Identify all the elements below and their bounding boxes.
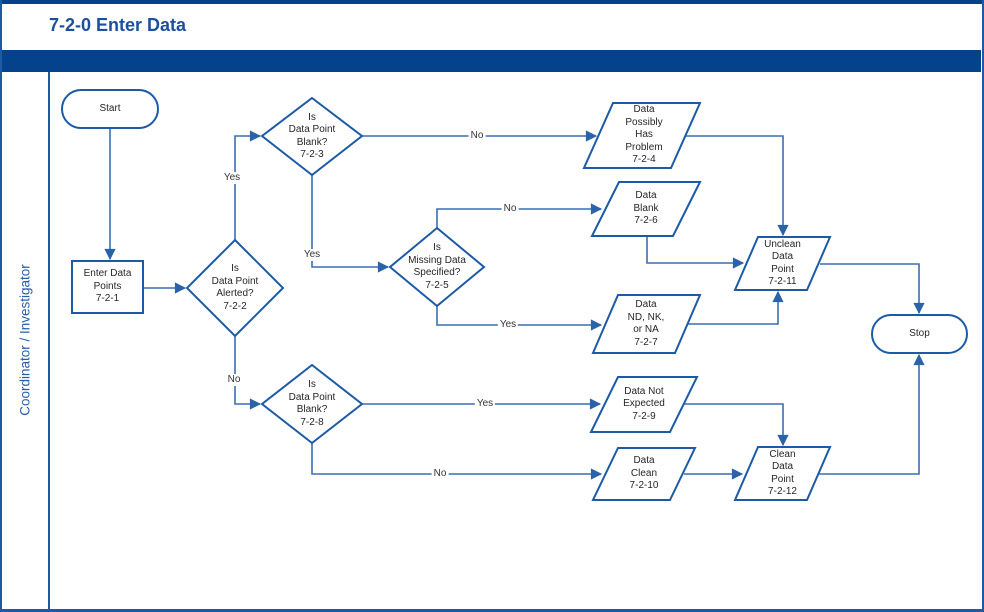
node-7-2-10-shape [591, 447, 697, 501]
connector-7-2-2-yes-to-7-2-3 [234, 130, 262, 240]
connector-7-2-8-no-to-7-2-10 [311, 443, 603, 480]
page-border-left [0, 0, 2, 612]
page-title: 7-2-0 Enter Data [49, 15, 187, 35]
edge-label-no-4: No [431, 468, 449, 480]
edge-label-yes-3: Yes [497, 319, 519, 331]
connector-7-2-3-yes-to-7-2-5 [311, 175, 390, 273]
node-7-2-1-shape [71, 260, 144, 314]
page-border-right [982, 0, 984, 612]
node-7-2-6-shape [590, 181, 702, 237]
page-border-bottom [0, 609, 984, 612]
connector-7-2-12-to-stop [819, 353, 925, 475]
edge-label-no-1: No [468, 130, 486, 142]
node-7-2-8-shape [260, 363, 364, 445]
edge-label-yes-1: Yes [221, 172, 243, 184]
edge-label-no-3: No [225, 374, 243, 386]
node-7-2-12-shape [733, 446, 832, 501]
stop-terminator-shape [871, 314, 968, 354]
node-7-2-2-shape [185, 238, 285, 338]
start-terminator-shape [61, 89, 159, 129]
connector-7-2-6-to-7-2-11 [646, 236, 745, 269]
connector-7-2-7-to-7-2-11 [686, 290, 784, 325]
lane-divider [48, 72, 50, 609]
header: 7-2-0 Enter Data [0, 4, 984, 50]
node-7-2-5-shape [388, 226, 486, 308]
edge-label-yes-4: Yes [474, 398, 496, 410]
connector-7-2-5-yes-to-7-2-7 [436, 306, 603, 331]
page-border-top [0, 0, 984, 4]
node-7-2-4-shape [582, 102, 702, 169]
edge-label-yes-2: Yes [301, 249, 323, 261]
node-7-2-9-shape [589, 376, 699, 433]
connector-7-2-4-to-7-2-11 [685, 135, 789, 237]
connector-7-2-11-to-stop [820, 263, 925, 315]
node-7-2-3-shape [260, 96, 364, 177]
node-7-2-11-shape [733, 236, 832, 291]
node-7-2-7-shape [591, 294, 702, 354]
connector-7-2-5-no-to-7-2-6 [436, 203, 603, 228]
connector-7-2-2-no-to-7-2-8 [234, 336, 262, 410]
connector-7-2-9-to-7-2-12 [684, 403, 789, 447]
header-band [2, 50, 981, 72]
edge-label-no-2: No [501, 203, 519, 215]
